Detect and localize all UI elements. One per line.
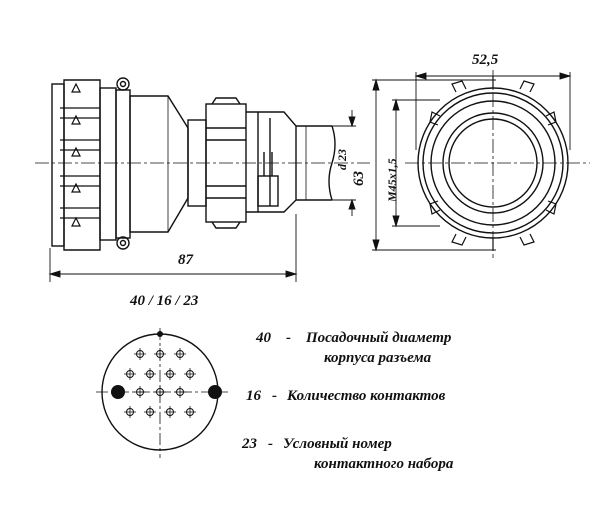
- contact-pin-small: [184, 368, 196, 380]
- connector-front-view: [405, 70, 590, 258]
- legend-dash-2: -: [272, 388, 277, 404]
- contact-pin-small: [134, 348, 146, 360]
- legend-num-3: 23: [242, 436, 257, 452]
- contact-pin-large: [111, 385, 125, 399]
- contact-pin-small: [174, 386, 186, 398]
- connector-code: 40 / 16 / 23: [130, 293, 199, 309]
- legend-num-2: 16: [246, 388, 261, 404]
- legend-text-3b: контактного набора: [314, 456, 454, 472]
- legend-dash-1: -: [286, 330, 291, 346]
- contact-pin-small: [154, 348, 166, 360]
- legend-text-2a: Количество контактов: [287, 388, 446, 404]
- legend-text-1b: корпуса разъема: [324, 350, 432, 366]
- connector-side-view: [35, 77, 370, 251]
- thread-dimension: M45x1,5: [385, 158, 399, 202]
- dimension-lines-side: [48, 72, 572, 282]
- cable-diameter-dimension: d 23: [335, 149, 349, 170]
- contacts-group: [111, 348, 222, 418]
- contact-pin-small: [184, 406, 196, 418]
- contact-pin-small: [164, 368, 176, 380]
- legend-text-1a: Посадочный диаметр: [306, 330, 452, 346]
- legend-dash-3: -: [268, 436, 273, 452]
- contact-pin-small: [134, 386, 146, 398]
- contact-pin-small: [124, 406, 136, 418]
- contact-pin-small: [154, 386, 166, 398]
- contact-pin-small: [164, 406, 176, 418]
- width-dimension: 52,5: [472, 52, 499, 68]
- contact-pin-small: [174, 348, 186, 360]
- contact-pin-small: [144, 368, 156, 380]
- contact-pin-small: [124, 368, 136, 380]
- contact-pin-small: [144, 406, 156, 418]
- legend-text-3a: Условный номер: [283, 436, 392, 452]
- contact-pin-large: [208, 385, 222, 399]
- height-dimension: 63: [351, 171, 367, 186]
- legend-num-1: 40: [256, 330, 271, 346]
- length-dimension: 87: [178, 252, 193, 268]
